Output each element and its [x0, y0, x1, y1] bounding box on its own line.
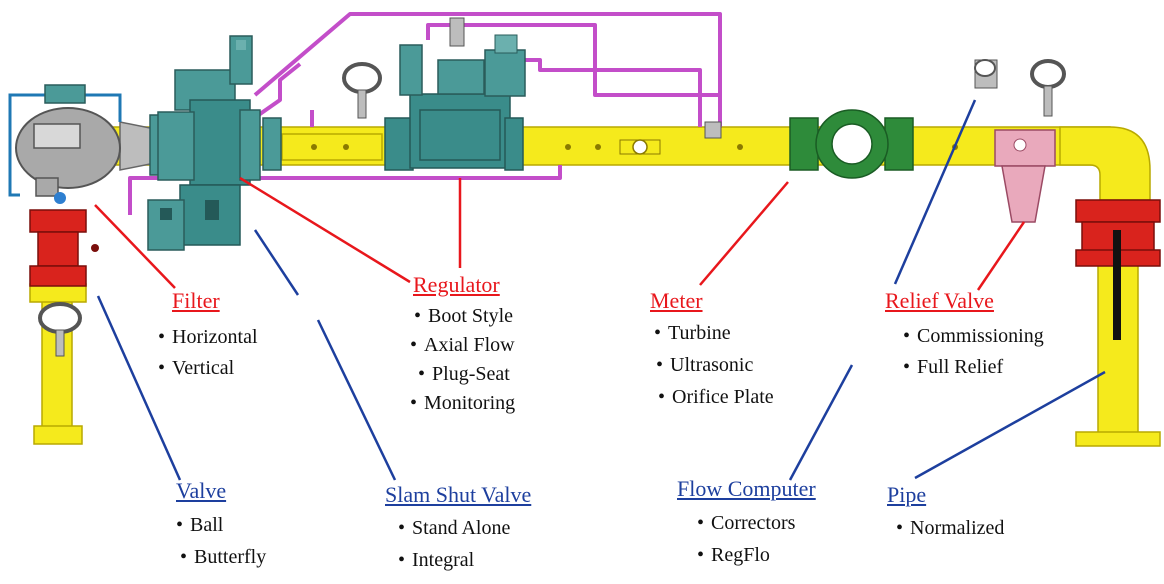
- meter-unit: [619, 109, 914, 179]
- relief-valve-item: Commissioning: [903, 326, 1044, 346]
- regulator-item: Boot Style: [414, 306, 515, 326]
- slam-shut-assembly: [147, 35, 282, 251]
- relief-valve-item: Full Relief: [903, 357, 1044, 377]
- valve-label: Valve: [176, 478, 227, 503]
- flow-computer-item: RegFlo: [697, 545, 795, 565]
- filter-label: Filter: [172, 288, 220, 313]
- pipe-items: Normalized: [896, 518, 1004, 538]
- meter-items: Turbine Ultrasonic Orifice Plate: [654, 323, 774, 407]
- slam-shut-valve-item: Stand Alone: [398, 518, 510, 538]
- callout-lines: [94, 99, 1106, 481]
- regulator-item: Axial Flow: [410, 335, 515, 355]
- meter-item: Ultrasonic: [656, 355, 774, 375]
- slam-shut-valve-label: Slam Shut Valve: [385, 482, 532, 507]
- meter-item: Orifice Plate: [658, 387, 774, 407]
- slam-shut-valve-items: Stand Alone Integral: [398, 518, 510, 570]
- slam-shut-valve-item: Integral: [398, 550, 510, 570]
- inlet-valve: [29, 209, 99, 357]
- pipe-item: Normalized: [896, 518, 1004, 538]
- filter-item: Vertical: [158, 358, 258, 378]
- relief-valve-items: Commissioning Full Relief: [903, 326, 1044, 377]
- regulator-item: Monitoring: [410, 393, 515, 413]
- regulator-unit: [342, 17, 526, 171]
- regulator-item: Plug-Seat: [418, 364, 515, 384]
- filter-unit: [8, 84, 169, 204]
- sense-lines: [128, 12, 722, 215]
- filter-item: Horizontal: [158, 327, 258, 347]
- valve-item: Butterfly: [180, 547, 266, 567]
- meter-item: Turbine: [654, 323, 774, 343]
- regulator-items: Boot Style Axial Flow Plug-Seat Monitori…: [410, 306, 515, 413]
- filter-items: Horizontal Vertical: [158, 327, 258, 378]
- regulator-label: Regulator: [413, 272, 500, 297]
- outlet-valve: [1075, 199, 1161, 340]
- relief-valve-label: Relief Valve: [885, 288, 994, 313]
- valve-item: Ball: [176, 515, 266, 535]
- flow-computer-label: Flow Computer: [677, 476, 816, 501]
- pipe-label: Pipe: [887, 482, 927, 507]
- valve-items: Ball Butterfly: [176, 515, 266, 567]
- meter-label: Meter: [650, 288, 703, 313]
- relief-valve-unit: [974, 59, 1066, 223]
- flow-computer-item: Correctors: [697, 513, 795, 533]
- flow-computer-items: Correctors RegFlo: [697, 513, 795, 565]
